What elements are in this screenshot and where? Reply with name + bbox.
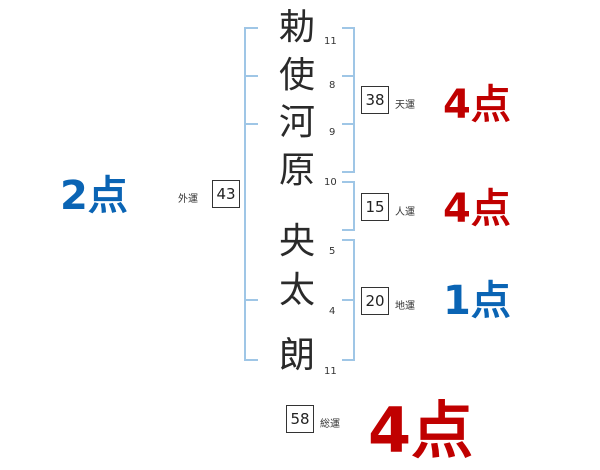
gaiun-label: 外運 bbox=[178, 194, 198, 205]
name-char: 使 bbox=[278, 55, 315, 96]
stroke-count: 4 bbox=[329, 306, 336, 317]
jinun-label: 人運 bbox=[395, 207, 415, 218]
jinun-score: 4点 bbox=[443, 186, 511, 232]
tenun-value: 38 bbox=[361, 86, 389, 114]
souun-label: 総運 bbox=[320, 419, 340, 430]
tenun-bracket bbox=[342, 27, 355, 173]
tenun-label: 天運 bbox=[395, 100, 415, 111]
chiun-bracket bbox=[342, 239, 355, 361]
name-char: 朗 bbox=[278, 335, 315, 376]
tenun-score: 4点 bbox=[443, 82, 511, 128]
stroke-count: 8 bbox=[329, 80, 336, 91]
gaiun-score: 2点 bbox=[60, 173, 128, 219]
souun-value: 58 bbox=[286, 405, 314, 433]
jinun-value: 15 bbox=[361, 193, 389, 221]
stroke-count: 10 bbox=[324, 177, 337, 188]
name-char: 勅 bbox=[278, 7, 315, 48]
stroke-count: 11 bbox=[324, 36, 337, 47]
name-char: 央 bbox=[278, 221, 315, 262]
stroke-count: 11 bbox=[324, 366, 337, 377]
jinun-bracket bbox=[342, 181, 355, 231]
gaiun-value: 43 bbox=[212, 180, 240, 208]
stroke-count: 5 bbox=[329, 246, 336, 257]
name-char: 原 bbox=[278, 150, 315, 191]
gaiun-bracket bbox=[244, 27, 258, 361]
name-char: 河 bbox=[278, 102, 315, 143]
souun-score: 4点 bbox=[368, 394, 474, 467]
chiun-value: 20 bbox=[361, 287, 389, 315]
chiun-label: 地運 bbox=[395, 301, 415, 312]
name-char: 太 bbox=[278, 270, 315, 311]
stroke-count: 9 bbox=[329, 127, 336, 138]
chiun-score: 1点 bbox=[443, 278, 511, 324]
